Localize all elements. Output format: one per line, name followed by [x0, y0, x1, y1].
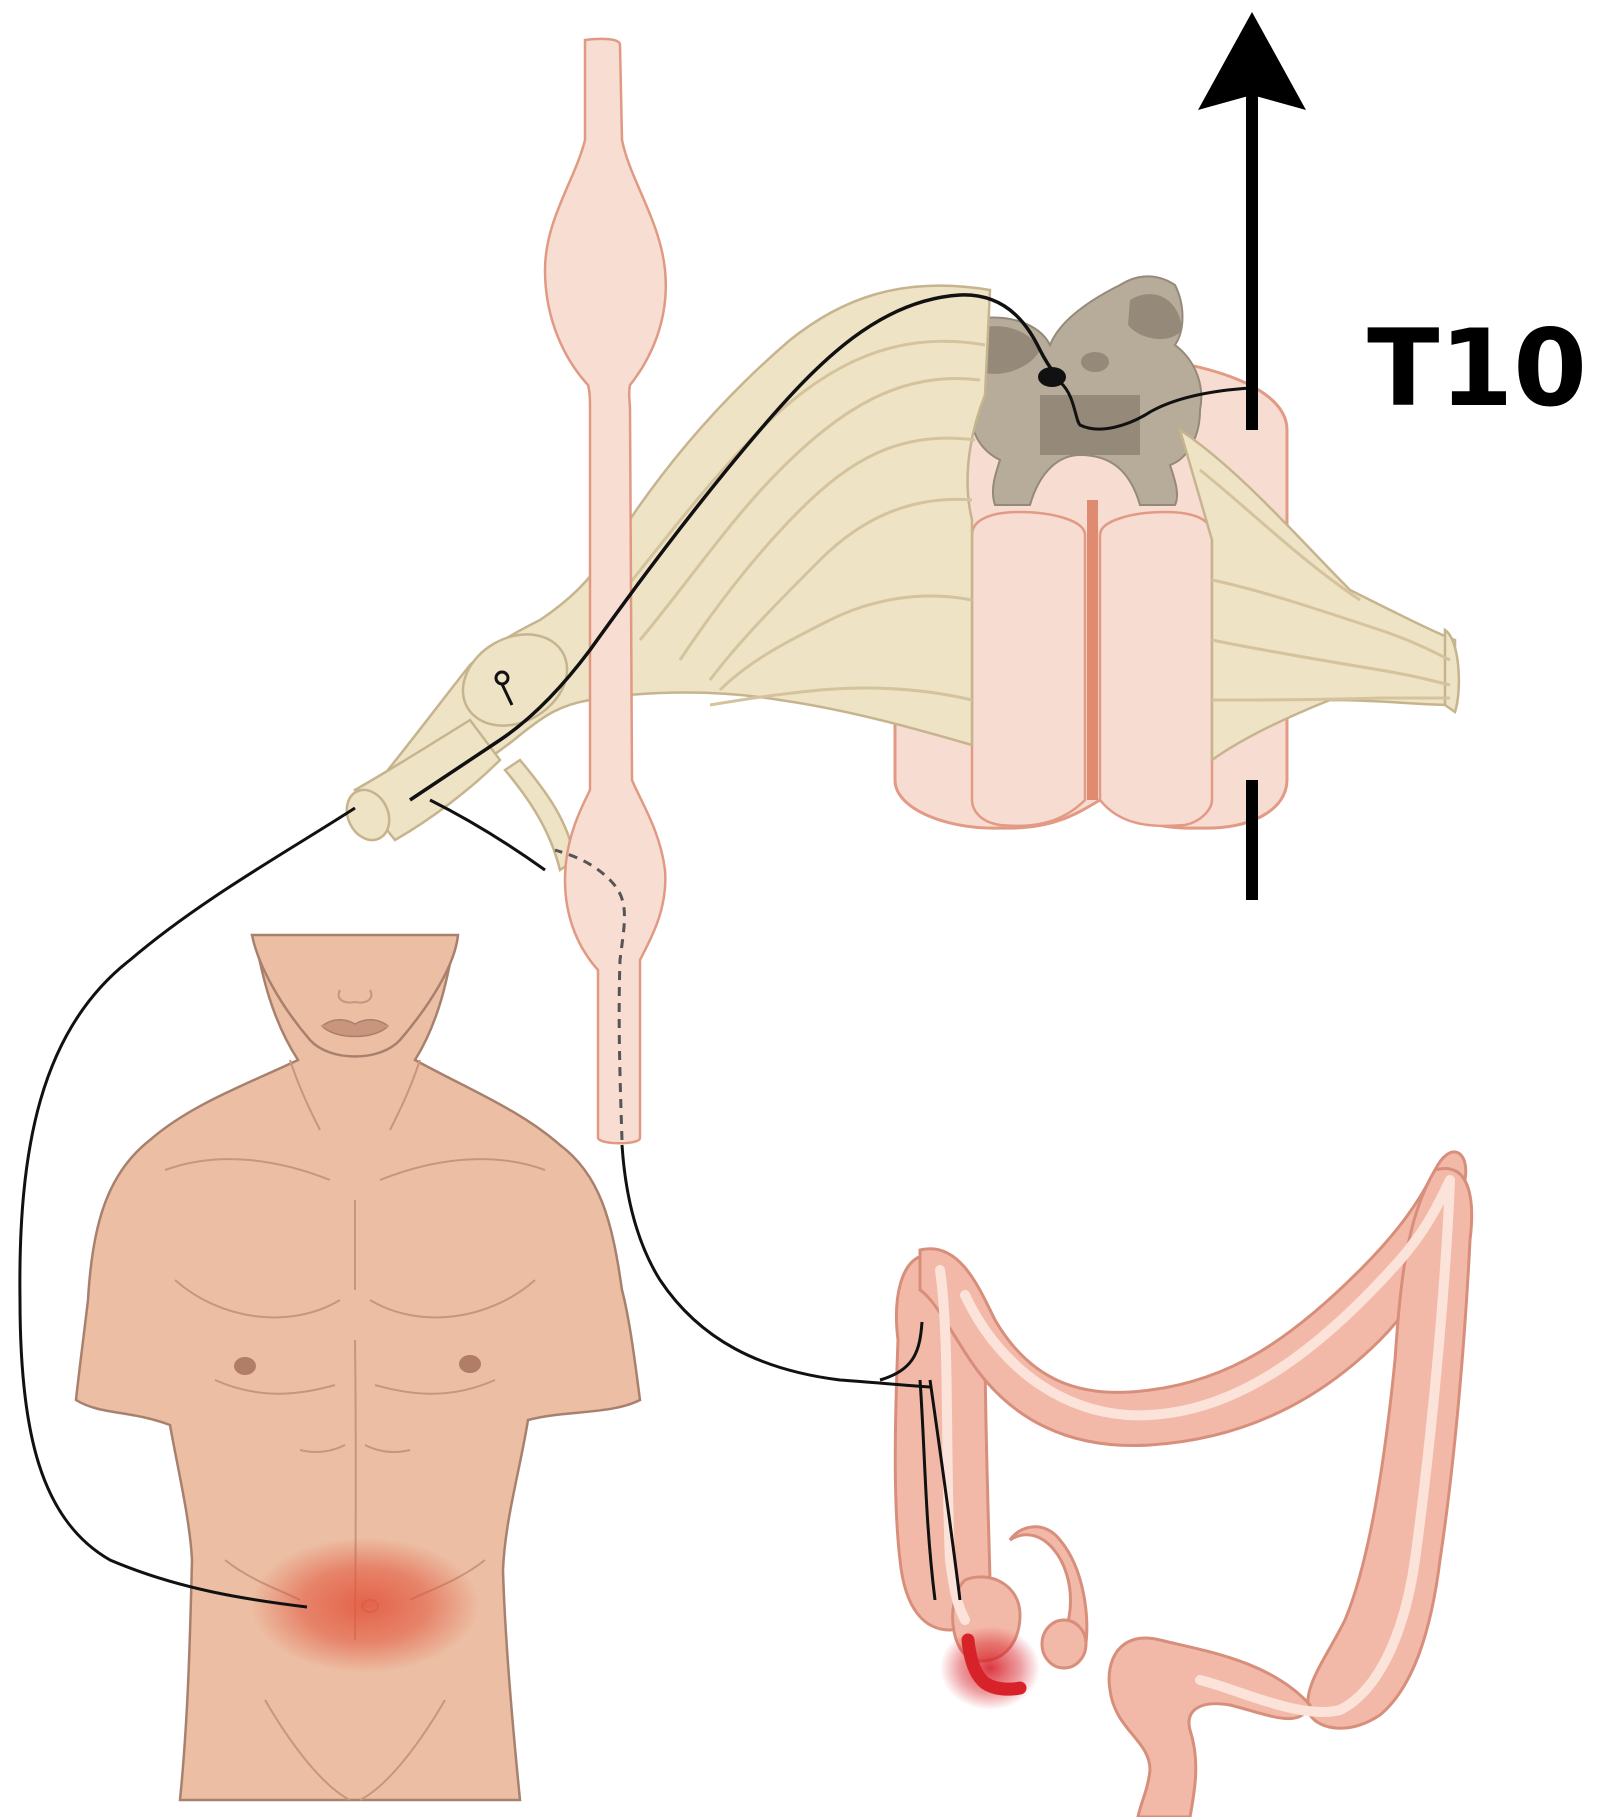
- segment-label: T10: [1367, 307, 1587, 430]
- right-root-edge: [1445, 630, 1459, 712]
- anterior-median-fissure: [1087, 500, 1098, 800]
- ramus-fiber: [430, 800, 545, 870]
- visceral-afferent-fiber: [622, 1145, 930, 1387]
- transverse-colon: [920, 1152, 1466, 1446]
- cord-left-column: [972, 512, 1085, 826]
- sigmoid-colon: [1109, 1638, 1310, 1817]
- appendix-inflammation-glow: [940, 1626, 1040, 1710]
- central-canal: [1081, 352, 1109, 372]
- right-root-fan: [1180, 430, 1455, 760]
- ramus-communicans: [505, 760, 575, 870]
- ileum-end: [1042, 1620, 1086, 1668]
- nipple-right: [459, 1355, 481, 1373]
- drg-cell-body: [496, 672, 508, 684]
- cord-right-column: [1100, 512, 1212, 826]
- colon-icon: [895, 1152, 1471, 1817]
- nipple-left: [234, 1357, 256, 1375]
